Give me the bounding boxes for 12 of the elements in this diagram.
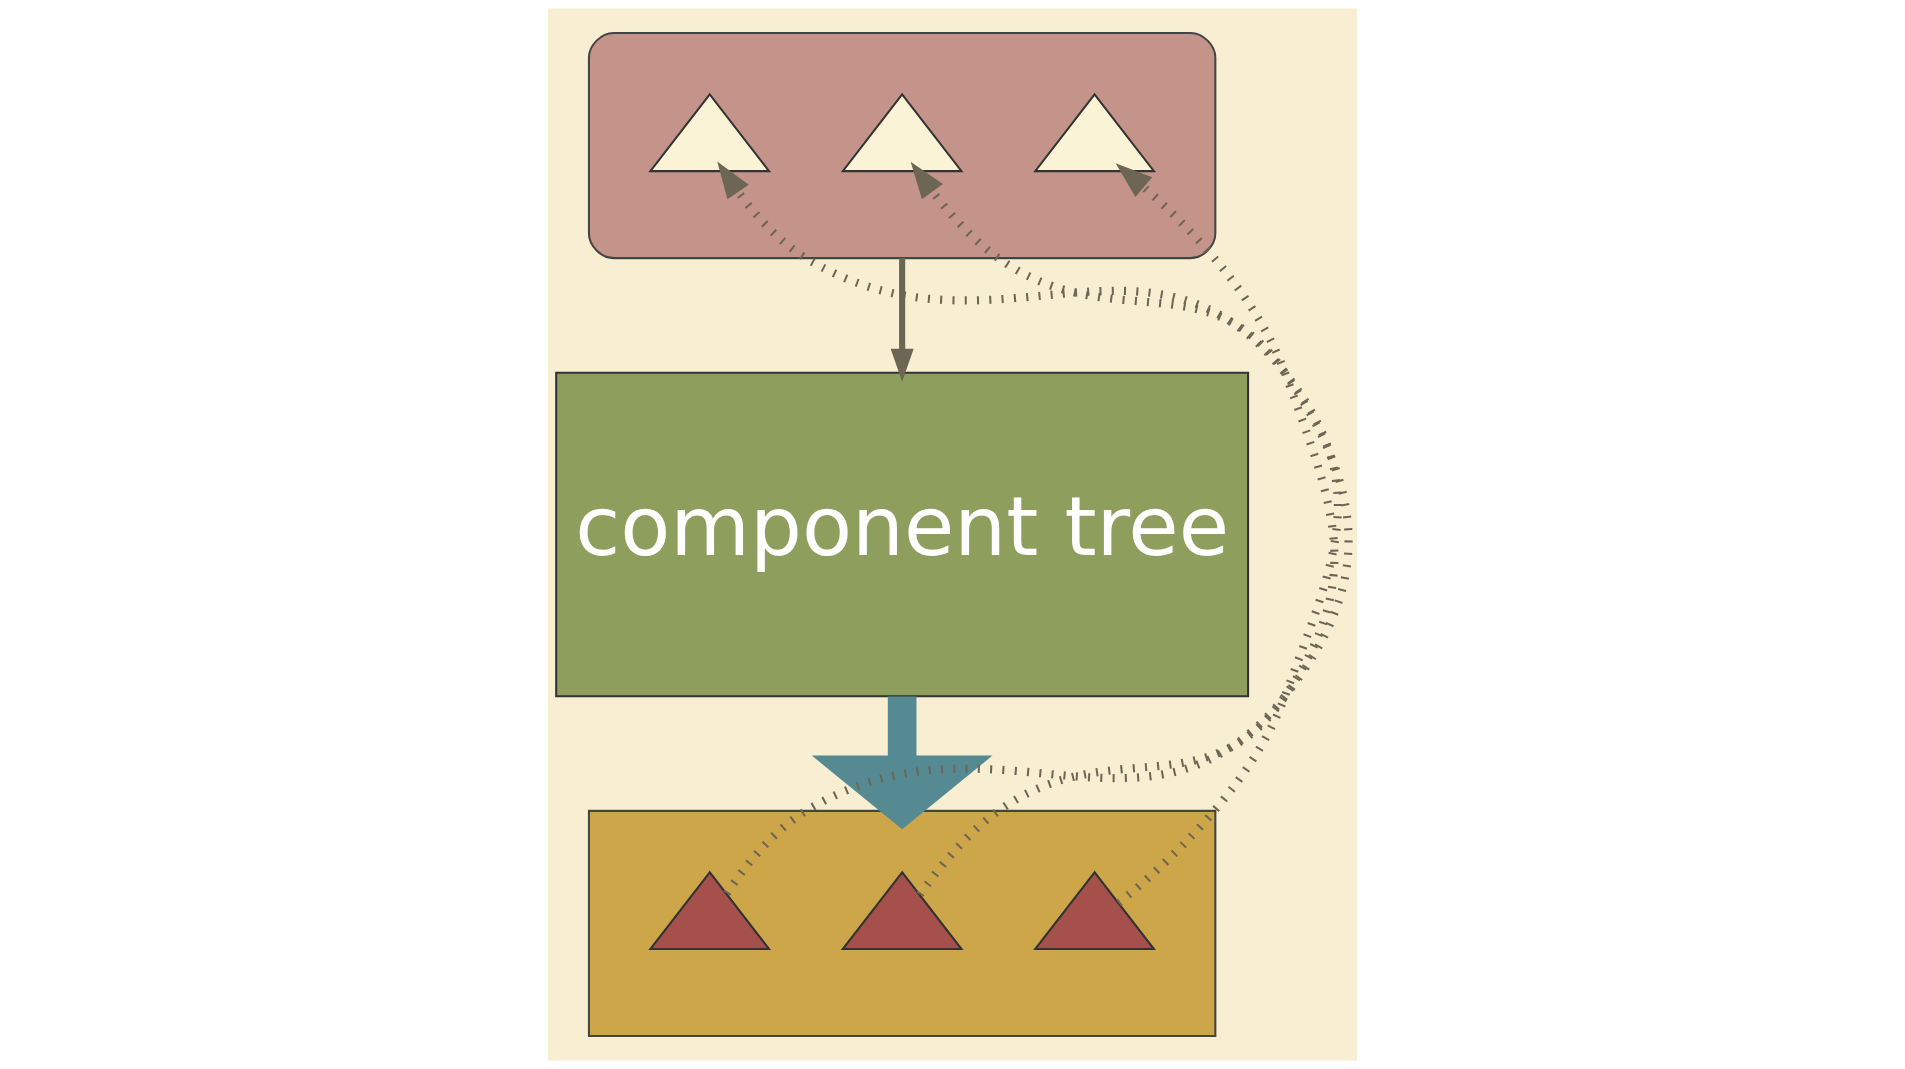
- cluster: [587, 809, 1217, 1038]
- node-triangle: [648, 870, 772, 951]
- arrow: [811, 696, 993, 830]
- cluster: [587, 31, 1217, 260]
- arrow: [890, 258, 914, 382]
- arrow: [916, 163, 1339, 897]
- node-triangle: [840, 92, 964, 173]
- node-box: component tree: [555, 371, 1250, 698]
- node-triangle: [648, 92, 772, 173]
- node-triangle: [1033, 870, 1156, 951]
- node-triangle: [840, 870, 964, 951]
- node-triangle: [1033, 92, 1156, 173]
